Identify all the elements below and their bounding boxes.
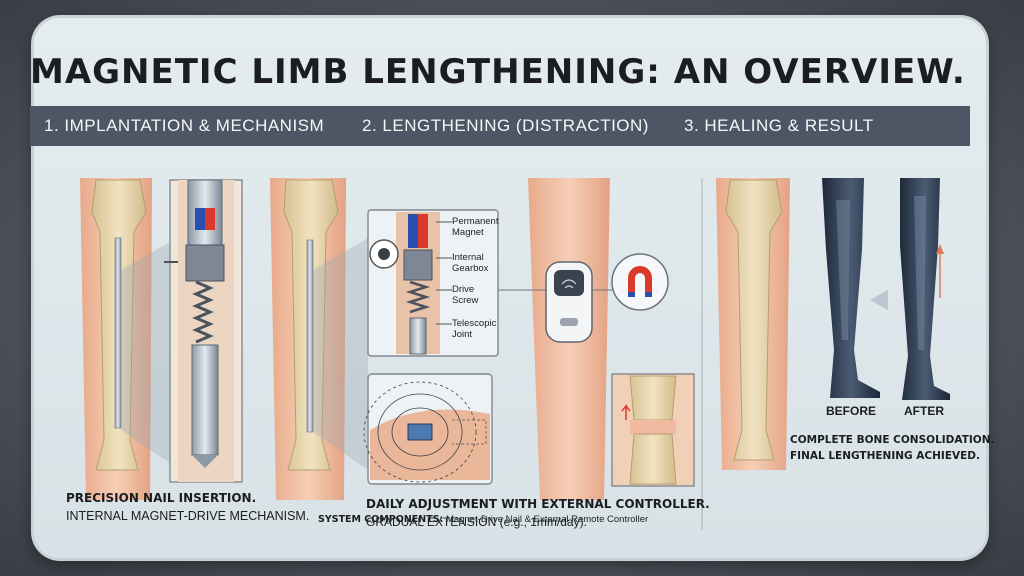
step-banner-lengthening: 2. LENGTHENING (DISTRACTION) xyxy=(322,106,692,146)
before-after-arrow xyxy=(870,290,888,310)
step1-leg-illustration xyxy=(80,178,180,500)
footer-text: Magnet-Drive Nail & External Remote Cont… xyxy=(446,514,649,525)
healed-leg-illustration xyxy=(716,178,790,470)
bone-distraction-closeup xyxy=(611,373,695,487)
mechanism-detail-illustration xyxy=(367,209,499,357)
step1-second-leg-illustration xyxy=(270,178,368,500)
before-label: BEFORE xyxy=(826,404,877,418)
callout-line: Permanent xyxy=(452,216,499,227)
callout-line: Telescopic xyxy=(452,318,497,329)
step2-caption-detail: GRADUAL EXTENSION (e.g., 1mm/day). xyxy=(366,515,587,529)
callout-telescopic-joint: Telescopic Joint xyxy=(452,318,496,340)
page-title: MAGNETIC LIMB LENGTHENING: AN OVERVIEW. xyxy=(30,52,966,92)
step3-caption-detail: FINAL LENGTHENING ACHIEVED. xyxy=(790,450,981,462)
step-banner-healing: 3. HEALING & RESULT xyxy=(644,106,970,146)
footer-label: SYSTEM COMPONENTS: xyxy=(318,514,444,525)
callout-line: Magnet xyxy=(452,227,484,238)
callout-line: Drive xyxy=(452,284,475,295)
magnetic-field-illustration xyxy=(363,373,493,485)
after-label: AFTER xyxy=(904,404,944,418)
callout-line: Gearbox xyxy=(452,263,489,274)
step1-caption-title: PRECISION NAIL INSERTION. xyxy=(66,491,257,505)
callout-line: Joint xyxy=(452,329,473,340)
callout-line: Screw xyxy=(452,295,479,306)
callout-line: Internal xyxy=(452,252,484,263)
step2-leg-with-controller-illustration xyxy=(498,178,669,500)
step1-caption-detail: INTERNAL MAGNET-DRIVE MECHANISM. xyxy=(66,509,310,523)
nail-closeup-illustration xyxy=(164,179,243,483)
step2-caption-title: DAILY ADJUSTMENT WITH EXTERNAL CONTROLLE… xyxy=(366,497,710,511)
step3-caption-title: COMPLETE BONE CONSOLIDATION. xyxy=(790,434,995,446)
system-components-footer: SYSTEM COMPONENTS: Magnet-Drive Nail & E… xyxy=(318,514,648,525)
before-leg-illustration xyxy=(822,178,880,398)
step-banner-implantation: 1. IMPLANTATION & MECHANISM xyxy=(30,106,344,146)
callout-drive-screw: Drive Screw xyxy=(452,284,478,306)
callout-permanent-magnet: Permanent Magnet xyxy=(452,216,498,238)
callout-internal-gearbox: Internal Gearbox xyxy=(452,252,488,274)
after-leg-illustration xyxy=(900,178,950,400)
